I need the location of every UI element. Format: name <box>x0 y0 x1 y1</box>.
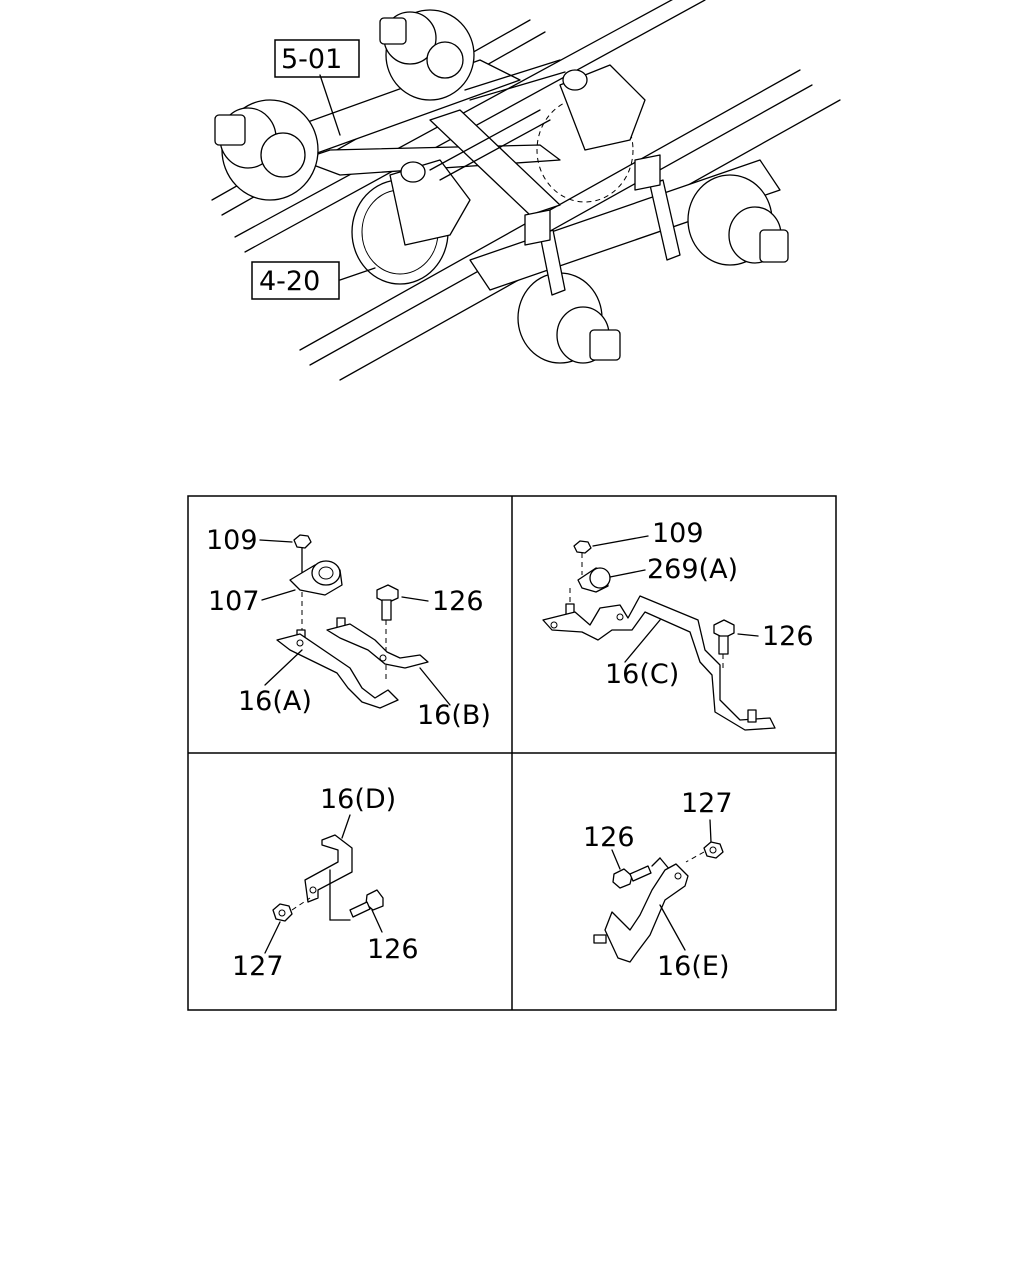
label-126-a[interactable]: 126 <box>432 586 484 617</box>
label-16d[interactable]: 16(D) <box>320 784 396 815</box>
panel-e-drawing <box>593 819 724 963</box>
label-16c[interactable]: 16(C) <box>605 659 679 690</box>
axle-overview-drawing <box>211 0 841 381</box>
ref-box-axle <box>251 261 340 300</box>
label-109-c[interactable]: 109 <box>652 518 704 549</box>
label-109-a[interactable]: 109 <box>206 525 258 556</box>
label-126-e[interactable]: 126 <box>583 822 635 853</box>
label-127-d[interactable]: 127 <box>232 951 284 982</box>
label-126-c[interactable]: 126 <box>762 621 814 652</box>
label-107-a[interactable]: 107 <box>208 586 260 617</box>
label-269a[interactable]: 269(A) <box>647 554 738 585</box>
label-16b[interactable]: 16(B) <box>417 700 491 731</box>
panel-c-drawing <box>542 535 776 731</box>
panel-d-drawing <box>264 814 384 954</box>
label-127-e[interactable]: 127 <box>681 788 733 819</box>
label-16e[interactable]: 16(E) <box>657 951 729 982</box>
panel-a-drawing <box>259 534 451 709</box>
ref-axle-label[interactable]: 4-20 <box>259 266 320 297</box>
label-126-d[interactable]: 126 <box>367 934 419 965</box>
ref-frame-label[interactable]: 5-01 <box>281 44 342 75</box>
ref-box-frame <box>274 39 360 78</box>
detail-panels-grid <box>187 495 837 1011</box>
label-16a[interactable]: 16(A) <box>238 686 312 717</box>
